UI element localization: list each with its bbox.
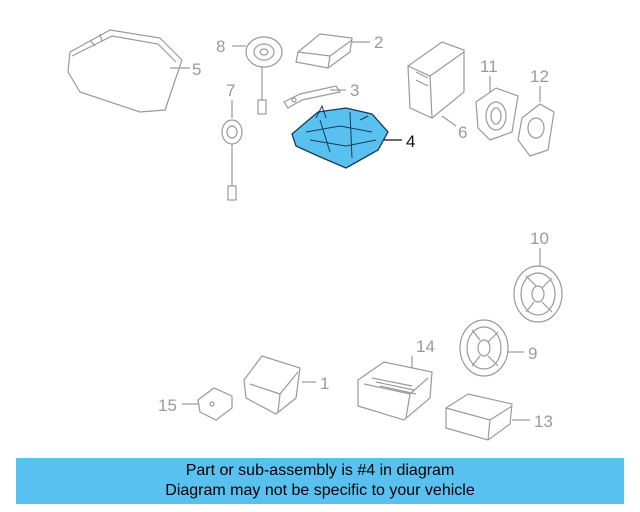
callout-8[interactable]: 8 (216, 37, 225, 56)
callout-15[interactable]: 15 (158, 396, 177, 415)
banner-line-1: Part or sub-assembly is #4 in diagram (185, 462, 455, 479)
part-8-speaker[interactable] (232, 36, 283, 115)
part-6-control-unit[interactable] (407, 41, 465, 127)
parts-diagram: 5 8 2 3 7 4 (67, 29, 563, 441)
callout-3[interactable]: 3 (350, 81, 359, 100)
callout-11[interactable]: 11 (480, 57, 498, 76)
part-4-body[interactable] (291, 107, 389, 169)
callout-13[interactable]: 13 (534, 412, 553, 431)
part-3-bracket[interactable] (283, 85, 346, 109)
part-14-vent-panel[interactable] (357, 356, 433, 421)
part-10-woofer[interactable] (513, 248, 563, 323)
callout-7[interactable]: 7 (226, 81, 235, 100)
part-1-enclosure[interactable] (243, 355, 316, 415)
callout-2[interactable]: 2 (374, 33, 383, 52)
part-15-bracket[interactable] (182, 387, 233, 421)
callout-10[interactable]: 10 (530, 229, 549, 248)
callout-9[interactable]: 9 (528, 344, 537, 363)
callout-1[interactable]: 1 (320, 374, 329, 393)
part-2-module[interactable] (295, 33, 370, 69)
banner-line-2: Diagram may not be specific to your vehi… (165, 482, 475, 499)
callout-4[interactable]: 4 (406, 132, 415, 151)
part-7-tweeter[interactable] (221, 100, 243, 201)
part-12-tweeter-grille[interactable] (517, 86, 555, 157)
info-banner: Part or sub-assembly is #4 in diagram Di… (16, 458, 624, 504)
part-5-cover[interactable] (67, 29, 190, 113)
callout-6[interactable]: 6 (458, 123, 467, 142)
callout-5[interactable]: 5 (192, 60, 201, 79)
part-9-woofer[interactable] (459, 319, 524, 377)
part-4-amplifier-tray[interactable] (291, 104, 402, 169)
callout-14[interactable]: 14 (416, 337, 435, 356)
part-13-module[interactable] (445, 393, 530, 441)
part-11-speaker-housing[interactable] (475, 76, 519, 141)
callout-12[interactable]: 12 (530, 67, 549, 86)
